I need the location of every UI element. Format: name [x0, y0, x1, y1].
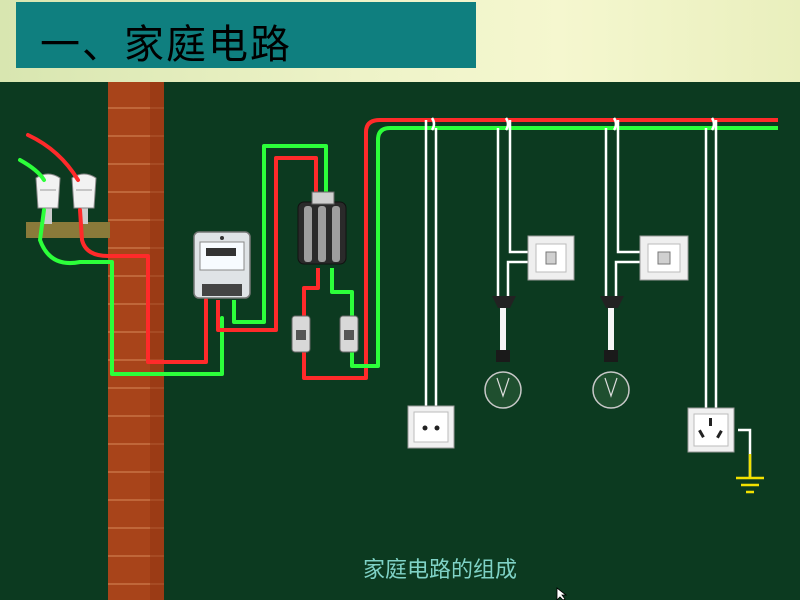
wire-taps: [430, 117, 716, 131]
light-switch: [639, 235, 689, 281]
crossbar: [26, 222, 110, 238]
branch-wires: [424, 120, 752, 478]
circuit-diagram: [18, 82, 778, 600]
wall-socket: [407, 405, 455, 449]
ground-symbol: [736, 454, 764, 494]
light-switch: [527, 235, 575, 281]
lamp: [484, 296, 522, 409]
fuses: [291, 315, 359, 353]
three-pin-socket: [687, 407, 735, 453]
service-wires: [18, 133, 224, 376]
diagram-caption: 家庭电路的组成: [362, 558, 517, 583]
electric-meter: [193, 231, 251, 299]
mouse-cursor: [556, 587, 568, 600]
page-title: 一、家庭电路: [40, 22, 292, 68]
main-switch: [297, 191, 347, 265]
circuit-board: 家庭电路的组成: [0, 82, 800, 600]
lamp: [592, 296, 630, 409]
title-box: 一、家庭电路: [16, 2, 476, 68]
porcelain-insulators: [35, 173, 97, 224]
brick-pillar: [108, 82, 164, 600]
